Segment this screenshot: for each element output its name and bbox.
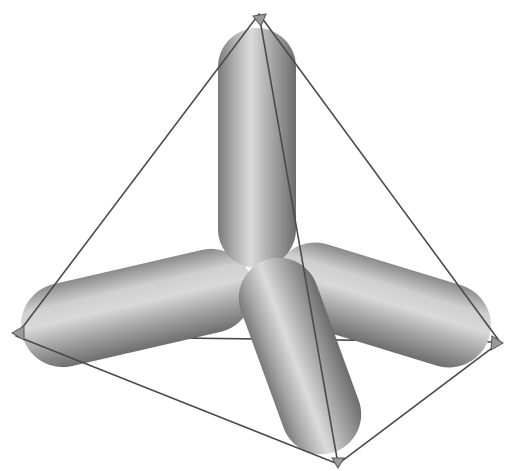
- vertex-left: [12, 326, 24, 340]
- lobe-left: [13, 241, 262, 376]
- lobe-top: [218, 28, 296, 268]
